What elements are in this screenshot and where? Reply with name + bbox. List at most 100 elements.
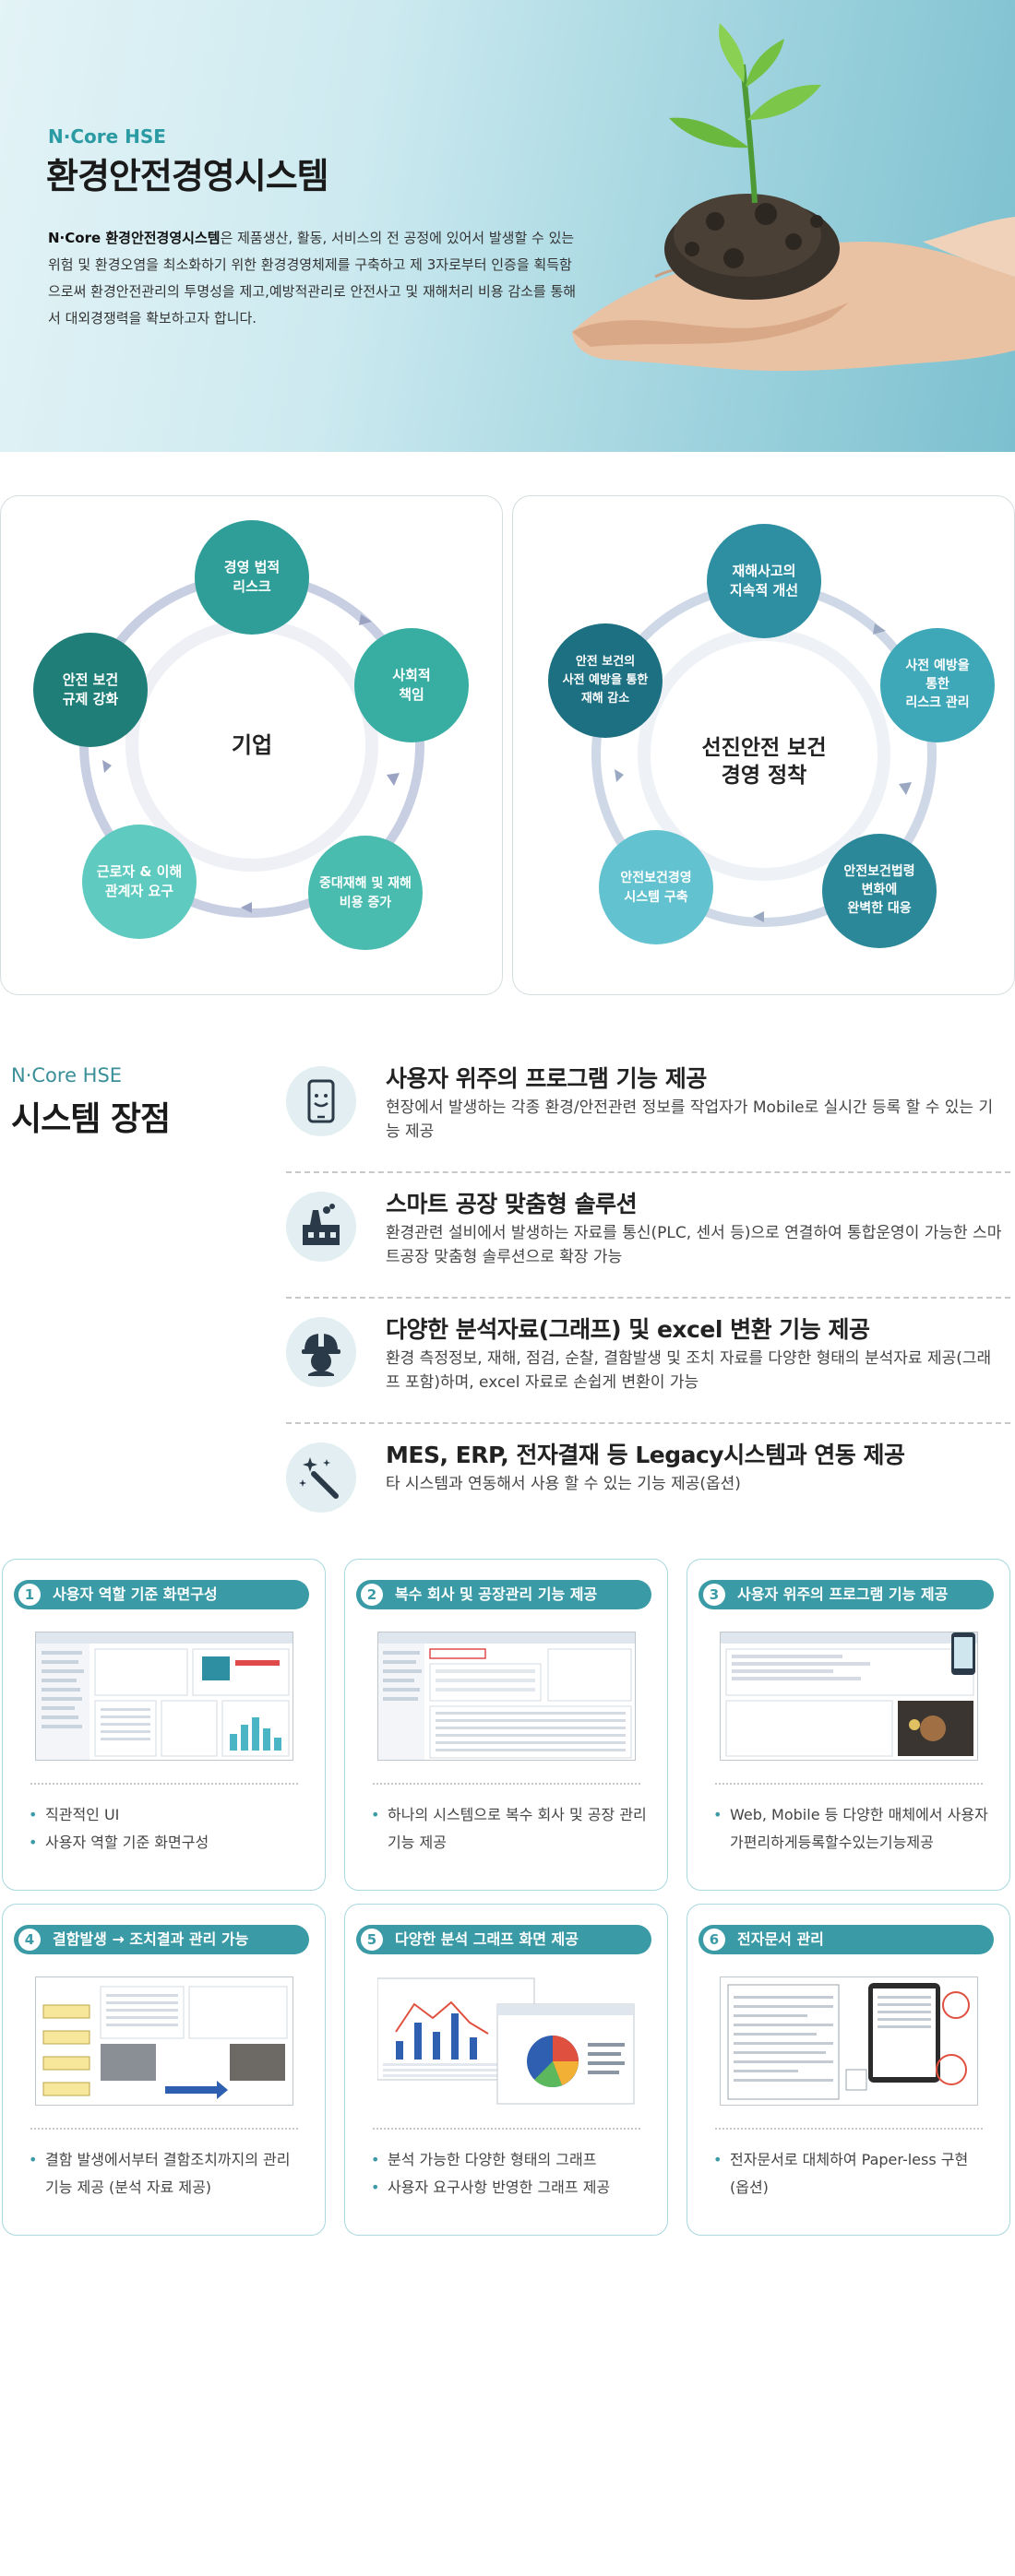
feature-number: 5 [361,1929,383,1951]
hero-subtitle: N·Core HSE [48,125,166,148]
cycle-arrow [873,623,886,635]
mobile-icon [286,1066,356,1136]
svg-text:재해사고의: 재해사고의 [732,563,795,579]
feature-bullet: 사용자 요구사항 반영한 그래프 제공 [371,2174,648,2202]
feature-title: 결함발생 → 조치결과 관리 가능 [14,1925,309,1954]
cycle-node-accident-reduction: 안전 보건의 사전 예방을 통한 재해 감소 [548,623,663,738]
cycle-arrow [102,760,112,773]
advantage-title: 다양한 분석자료(그래프) 및 excel 변환 기능 제공 [386,1316,870,1343]
svg-text:리스크: 리스크 [233,578,271,595]
advanced-safety-cycle-panel: 선진안전 보건 경영 정착 재해사고의 지속적 개선 사전 예방을 통한 리스크… [512,495,1015,995]
analysis-graph-screenshot [377,1977,636,2106]
advantage-title: MES, ERP, 전자결재 등 Legacy시스템과 연동 제공 [386,1442,905,1468]
advantage-desc: 환경 측정정보, 재해, 점검, 순찰, 결함발생 및 조치 자료를 다양한 형… [386,1349,992,1392]
cycle-node-stakeholder-demand: 근로자 & 이해 관계자 요구 [82,825,197,939]
corporate-cycle-diagram: 기업 경영 법적 리스크 사회적 책임 중대재해 및 재해 비용 증가 근로자 … [33,520,469,950]
svg-text:재해 감소: 재해 감소 [581,691,629,706]
svg-text:완벽한 대응: 완벽한 대응 [847,900,911,916]
cycle-node-risk-management: 사전 예방을 통한 리스크 관리 [880,628,995,742]
feature-title: 전자문서 관리 [699,1925,994,1954]
multi-company-screenshot [377,1632,636,1761]
feature-bullet: 하나의 시스템으로 복수 회사 및 공장 관리 기능 제공 [371,1801,648,1857]
feature-card: 복수 회사 및 공장관리 기능 제공 2 하나의 시스템으로 복수 회사 및 공… [344,1559,668,1891]
advantage-desc: 타 시스템과 연동해서 사용 할 수 있는 기능 제공(옵션) [386,1475,741,1493]
feature-bullet: 전자문서로 대체하여 Paper-less 구현 (옵션) [713,2146,990,2202]
feature-divider [373,1783,640,1785]
advantage-item: MES, ERP, 전자결재 등 Legacy시스템과 연동 제공 타 시스템과… [286,1437,1010,1549]
feature-card: 전자문서 관리 6 전자문서로 대체하여 Paper-less 구현 (옵션) [687,1904,1010,2236]
svg-text:안전 보건의: 안전 보건의 [576,654,635,669]
worker-helmet-icon [286,1317,356,1387]
advantage-desc: 환경관련 설비에서 발생하는 자료를 통신(PLC, 센서 등)으로 연결하여 … [386,1224,1002,1266]
svg-text:사회적: 사회적 [392,667,430,683]
feature-title: 사용자 역할 기준 화면구성 [14,1580,309,1609]
feature-title: 사용자 위주의 프로그램 기능 제공 [699,1580,994,1609]
hero-desc-bold: N·Core 환경안전경영시스템 [48,230,221,246]
feature-bullet: 직관적인 UI [29,1801,305,1829]
feature-number: 2 [361,1584,383,1606]
feature-bullet: Web, Mobile 등 다양한 매체에서 사용자 가편리하게등록할수있는기능… [713,1801,990,1857]
advantages-title: 시스템 장점 [11,1100,171,1138]
advantage-title: 사용자 위주의 프로그램 기능 제공 [386,1065,707,1092]
svg-text:리스크 관리: 리스크 관리 [905,694,969,710]
svg-text:규제 강화: 규제 강화 [63,691,119,707]
advantage-item: 스마트 공장 맞춤형 솔루션 환경관련 설비에서 발생하는 자료를 통신(PLC… [286,1186,1010,1299]
cycle-node-system-build: 안전보건경영 시스템 구축 [599,830,713,944]
cycle-node-accident-cost: 중대재해 및 재해 비용 증가 [308,836,423,950]
magic-wand-icon [286,1442,356,1513]
feature-divider [30,1783,298,1785]
advantage-desc: 현장에서 발생하는 각종 환경/안전관련 정보를 작업자가 Mobile로 실시… [386,1098,994,1141]
advantage-title: 스마트 공장 맞춤형 솔루션 [386,1191,638,1217]
mobile-web-screenshot [720,1632,978,1761]
advantage-item: 다양한 분석자료(그래프) 및 excel 변환 기능 제공 환경 측정정보, … [286,1312,1010,1424]
cycle-arrow [899,782,912,795]
role-based-screen-screenshot [35,1632,293,1761]
advantage-item: 사용자 위주의 프로그램 기능 제공 현장에서 발생하는 각종 환경/안전관련 … [286,1061,1010,1173]
svg-text:지속적 개선: 지속적 개선 [730,582,798,599]
feature-bullet: 분석 가능한 다양한 형태의 그래프 [371,2146,648,2174]
feature-bullets: 분석 가능한 다양한 형태의 그래프 사용자 요구사항 반영한 그래프 제공 [371,2146,648,2202]
cycle-center-label: 기업 [232,732,272,758]
hero-description: N·Core 환경안전경영시스템은 제품생산, 활동, 서비스의 전 공정에 있… [48,225,583,332]
cycle-node-regulation: 안전 보건 규제 강화 [33,633,148,747]
feature-bullets: 전자문서로 대체하여 Paper-less 구현 (옵션) [713,2146,990,2202]
svg-text:근로자 & 이해: 근로자 & 이해 [97,863,183,880]
hero-banner: N·Core HSE 환경안전경영시스템 N·Core 환경안전경영시스템은 제… [0,0,1015,452]
feature-divider [715,2128,983,2130]
feature-bullets: 직관적인 UI 사용자 역할 기준 화면구성 [29,1801,305,1857]
svg-text:중대재해 및 재해: 중대재해 및 재해 [319,875,412,891]
svg-text:안전 보건: 안전 보건 [63,671,118,688]
feature-bullets: Web, Mobile 등 다양한 매체에서 사용자 가편리하게등록할수있는기능… [713,1801,990,1857]
svg-text:안전보건법령: 안전보건법령 [843,863,914,879]
svg-text:통한: 통한 [925,677,949,692]
feature-divider [373,2128,640,2130]
advantages-subtitle: N·Core HSE [11,1064,123,1086]
svg-text:비용 증가: 비용 증가 [340,896,392,910]
feature-number: 1 [18,1584,41,1606]
advanced-cycle-diagram: 선진안전 보건 경영 정착 재해사고의 지속적 개선 사전 예방을 통한 리스크… [548,524,995,948]
cycle-center-label-line1: 선진안전 보건 [702,736,827,760]
factory-icon [286,1192,356,1262]
corporate-risk-cycle-panel: 기업 경영 법적 리스크 사회적 책임 중대재해 및 재해 비용 증가 근로자 … [0,495,503,995]
cycle-center-label-line2: 경영 정착 [722,764,807,788]
cycle-node-legal-risk: 경영 법적 리스크 [195,520,309,635]
cycle-arrow [359,614,372,625]
feature-number: 6 [703,1929,725,1951]
svg-text:안전보건경영: 안전보건경영 [620,870,691,885]
svg-text:시스템 구축: 시스템 구축 [624,889,687,905]
feature-title: 복수 회사 및 공장관리 기능 제공 [356,1580,651,1609]
cycle-node-law-compliance: 안전보건법령 변화에 완벽한 대응 [822,834,937,948]
feature-card: 다양한 분석 그래프 화면 제공 5 분석 가능한 다양한 형태의 그래프 사용… [344,1904,668,2236]
feature-title: 다양한 분석 그래프 화면 제공 [356,1925,651,1954]
svg-text:관계자 요구: 관계자 요구 [105,883,173,899]
cycle-node-social-responsibility: 사회적 책임 [354,628,469,742]
cycle-arrow [241,902,252,913]
svg-text:변화에: 변화에 [862,883,898,897]
svg-text:사전 예방을: 사전 예방을 [905,658,969,673]
feature-bullets: 하나의 시스템으로 복수 회사 및 공장 관리 기능 제공 [371,1801,648,1857]
feature-card: 결함발생 → 조치결과 관리 가능 4 결함 발생에서부터 결함조치까지의 관리… [2,1904,326,2236]
electronic-document-screenshot [720,1977,978,2106]
feature-card: 사용자 위주의 프로그램 기능 제공 3 Web, Mobile 등 다양한 매… [687,1559,1010,1891]
feature-bullet: 결함 발생에서부터 결함조치까지의 관리 기능 제공 (분석 자료 제공) [29,2146,305,2202]
svg-text:사전 예방을 통한: 사전 예방을 통한 [563,672,649,687]
